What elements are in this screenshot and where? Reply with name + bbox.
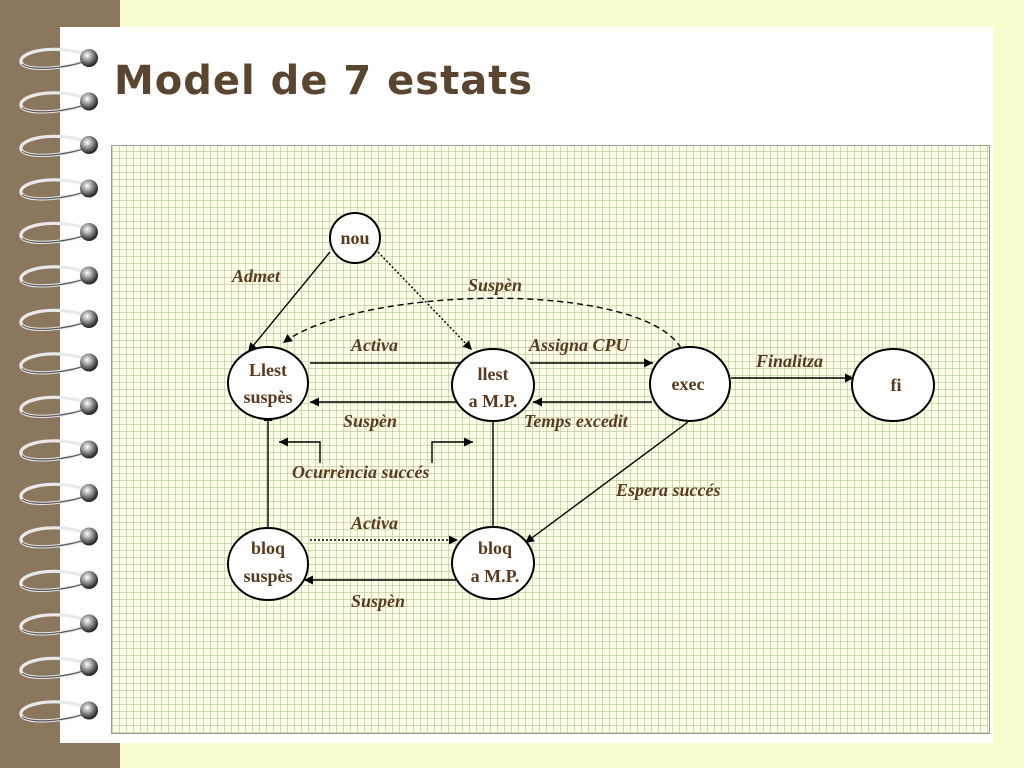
state-bloq-mp-label-1: bloq [478, 538, 512, 558]
bracket-ocurrencia-left [279, 437, 321, 463]
binding-hole [80, 614, 98, 633]
label-espera-succes: Espera succés [615, 480, 721, 500]
bracket-ocurrencia-right [431, 437, 473, 463]
label-suspen-mid: Suspèn [343, 411, 397, 431]
binding-hole [80, 397, 98, 415]
state-llest-mp [451, 348, 535, 422]
state-llest-suspes-label-1: Llest [249, 360, 287, 380]
label-suspen-top: Suspèn [468, 275, 522, 295]
spiral-binding [19, 47, 98, 723]
state-bloq-mp [451, 526, 535, 600]
binding-hole [80, 658, 98, 676]
binding-hole [80, 353, 98, 372]
edge-suspen-exec-to-llest-suspes [282, 297, 682, 349]
state-fi [851, 348, 935, 422]
label-ocurrencia-succes: Ocurrència succés [292, 462, 430, 482]
state-exec-label: exec [672, 374, 705, 394]
label-finalitza: Finalitza [755, 351, 823, 371]
binding-hole [80, 223, 98, 241]
binding-hole [80, 136, 98, 154]
binding-hole [80, 49, 98, 67]
state-llest-mp-label-1: llest [478, 364, 509, 384]
label-admet: Admet [231, 266, 281, 286]
binding-hole [80, 179, 98, 198]
binding-hole [80, 310, 98, 328]
state-nou-label: nou [340, 228, 369, 248]
state-exec [649, 346, 731, 422]
state-bloq-suspes [227, 527, 309, 601]
slide-title: Model de 7 estats [114, 58, 534, 104]
state-llest-mp-label-2: a M.P. [469, 391, 518, 411]
binding-hole [80, 266, 98, 285]
binding-hole [80, 484, 98, 502]
edge-admet [247, 251, 331, 353]
edge-espera-succes [524, 421, 689, 544]
label-activa-bottom: Activa [350, 513, 398, 533]
state-bloq-mp-label-2: a M.P. [471, 566, 520, 586]
state-fi-label: fi [891, 375, 902, 395]
binding-hole [80, 92, 98, 111]
state-nou [329, 212, 381, 264]
state-llest-suspes-label-2: suspès [243, 387, 292, 407]
state-llest-suspes [227, 346, 309, 420]
label-activa-top: Activa [350, 335, 398, 355]
grid-panel [111, 145, 990, 734]
binding-hole [80, 701, 98, 720]
binding-hole [80, 571, 98, 589]
label-suspen-bottom: Suspèn [351, 591, 405, 611]
edge-nou-to-llest-mp [377, 251, 473, 351]
binding-hole [80, 527, 98, 546]
binding-hole [80, 440, 98, 459]
state-bloq-suspes-label-2: suspès [243, 566, 292, 586]
label-temps-excedit: Temps excedit [524, 411, 629, 431]
label-assigna-cpu: Assigna CPU [528, 335, 630, 355]
state-bloq-suspes-label-1: bloq [251, 538, 285, 558]
